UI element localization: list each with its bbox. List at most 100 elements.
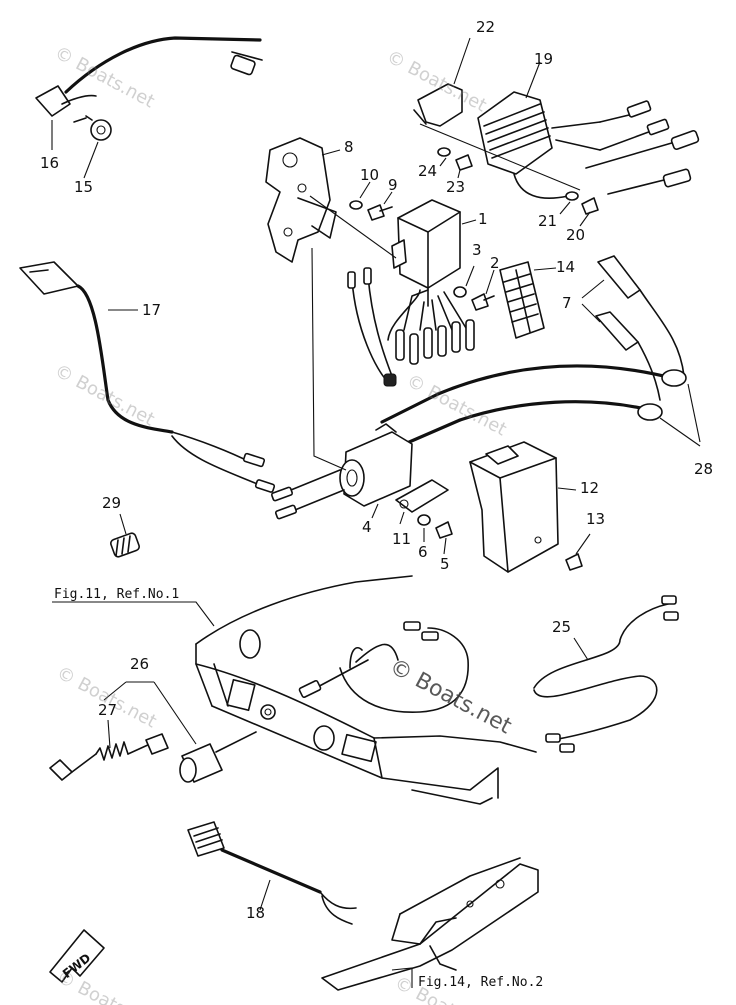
part-3-washer — [453, 286, 467, 298]
callout-11: 11 — [392, 530, 412, 548]
part-18-harness — [187, 821, 357, 925]
part-20-screw — [581, 197, 599, 215]
callout-16: 16 — [40, 154, 60, 172]
callout-20: 20 — [566, 226, 586, 244]
callout-10: 10 — [360, 166, 380, 184]
leader-26c — [103, 681, 127, 701]
leader-24 — [439, 157, 447, 167]
callout-25: 25 — [552, 618, 572, 636]
leader-27 — [107, 719, 111, 749]
leader-12 — [557, 487, 577, 491]
connector-right — [585, 129, 700, 195]
leader-23 — [457, 169, 461, 179]
fwd-arrow — [49, 929, 105, 983]
leader-14 — [533, 267, 557, 271]
part-2-screw — [471, 293, 495, 311]
part-1-cdi-unit — [387, 199, 475, 365]
callout-2: 2 — [490, 254, 500, 272]
part-9-screw — [367, 204, 393, 221]
callout-9: 9 — [388, 176, 398, 194]
callout-5: 5 — [440, 555, 450, 573]
dash-line-8 — [309, 195, 397, 259]
callout-24: 24 — [418, 162, 438, 180]
leader-1 — [461, 219, 477, 225]
callout-15: 15 — [74, 178, 94, 196]
leader-7a — [581, 279, 605, 299]
leader-3 — [465, 265, 475, 287]
callout-19: 19 — [534, 50, 554, 68]
reference-note-fig11: Fig.11, Ref.No.1 — [54, 587, 180, 602]
callout-23: 23 — [446, 178, 466, 196]
leader-13 — [575, 533, 591, 555]
callout-17: 17 — [142, 301, 162, 319]
part-28-hv-leads — [380, 364, 687, 448]
part-7-plug-caps — [595, 255, 685, 401]
part-12-cover — [469, 441, 559, 573]
leader-29 — [119, 513, 127, 535]
leader-20 — [579, 211, 591, 227]
part-8-bracket — [265, 137, 337, 263]
callout-28: 28 — [694, 460, 714, 478]
dash-link-19 — [419, 123, 581, 191]
part-26-stop-switch — [179, 731, 257, 783]
part-25-wire-lead — [533, 595, 679, 753]
dash-line-mount — [311, 247, 347, 471]
leader-18 — [259, 879, 271, 911]
leader-28a — [687, 383, 701, 443]
callout-1: 1 — [478, 210, 488, 228]
leader-21 — [559, 201, 571, 215]
part-16-wire-lead — [35, 36, 263, 123]
leader-4 — [371, 503, 379, 519]
callout-26: 26 — [130, 655, 150, 673]
part-19-regulator — [477, 91, 670, 199]
part-27-lanyard — [49, 733, 169, 781]
leader-28b — [659, 417, 701, 447]
panel-wire-harness — [298, 621, 469, 713]
leader-9 — [383, 191, 393, 205]
part-14-terminal-block — [499, 261, 545, 339]
lead-wires-left — [347, 267, 397, 387]
part-17-harness — [19, 261, 276, 493]
leader-15 — [83, 141, 99, 179]
leader-25 — [573, 637, 589, 661]
leader-19 — [525, 61, 541, 99]
part-10-washer — [349, 200, 363, 210]
part-13-screw — [565, 553, 583, 571]
part-24-washer — [437, 147, 451, 157]
leader-2 — [485, 269, 495, 295]
callout-4: 4 — [362, 518, 372, 536]
part-21-washer — [565, 191, 579, 201]
leader-7b — [581, 303, 601, 323]
callout-3: 3 — [472, 241, 482, 259]
leader-26b — [153, 681, 197, 745]
callout-12: 12 — [580, 479, 600, 497]
part-22-bracket — [413, 83, 463, 127]
leader-11 — [399, 511, 405, 525]
part-4-ignition-coil — [270, 423, 413, 520]
leader-10 — [359, 181, 371, 199]
leader-8 — [321, 149, 341, 156]
callout-6: 6 — [418, 543, 428, 561]
callout-14: 14 — [556, 258, 576, 276]
part-11-bracket — [395, 479, 449, 513]
reference-note-fig14: Fig.14, Ref.No.2 — [418, 975, 544, 990]
callout-27: 27 — [98, 701, 118, 719]
leader-22 — [453, 37, 471, 85]
callout-13: 13 — [586, 510, 606, 528]
leader-fig14 — [391, 967, 413, 988]
callout-7: 7 — [562, 294, 572, 312]
callout-29: 29 — [102, 494, 122, 512]
callout-22: 22 — [476, 18, 496, 36]
leader-fig11 — [52, 601, 215, 627]
part-23-screw — [455, 154, 473, 171]
part-5-screw — [435, 521, 453, 539]
callout-8: 8 — [344, 138, 354, 156]
part-15-sender — [85, 115, 112, 141]
callout-21: 21 — [538, 212, 558, 230]
part-6-washer — [417, 514, 431, 526]
leader-5 — [443, 537, 447, 555]
part-29-sleeve — [110, 532, 140, 558]
control-panel-housing — [195, 575, 537, 805]
